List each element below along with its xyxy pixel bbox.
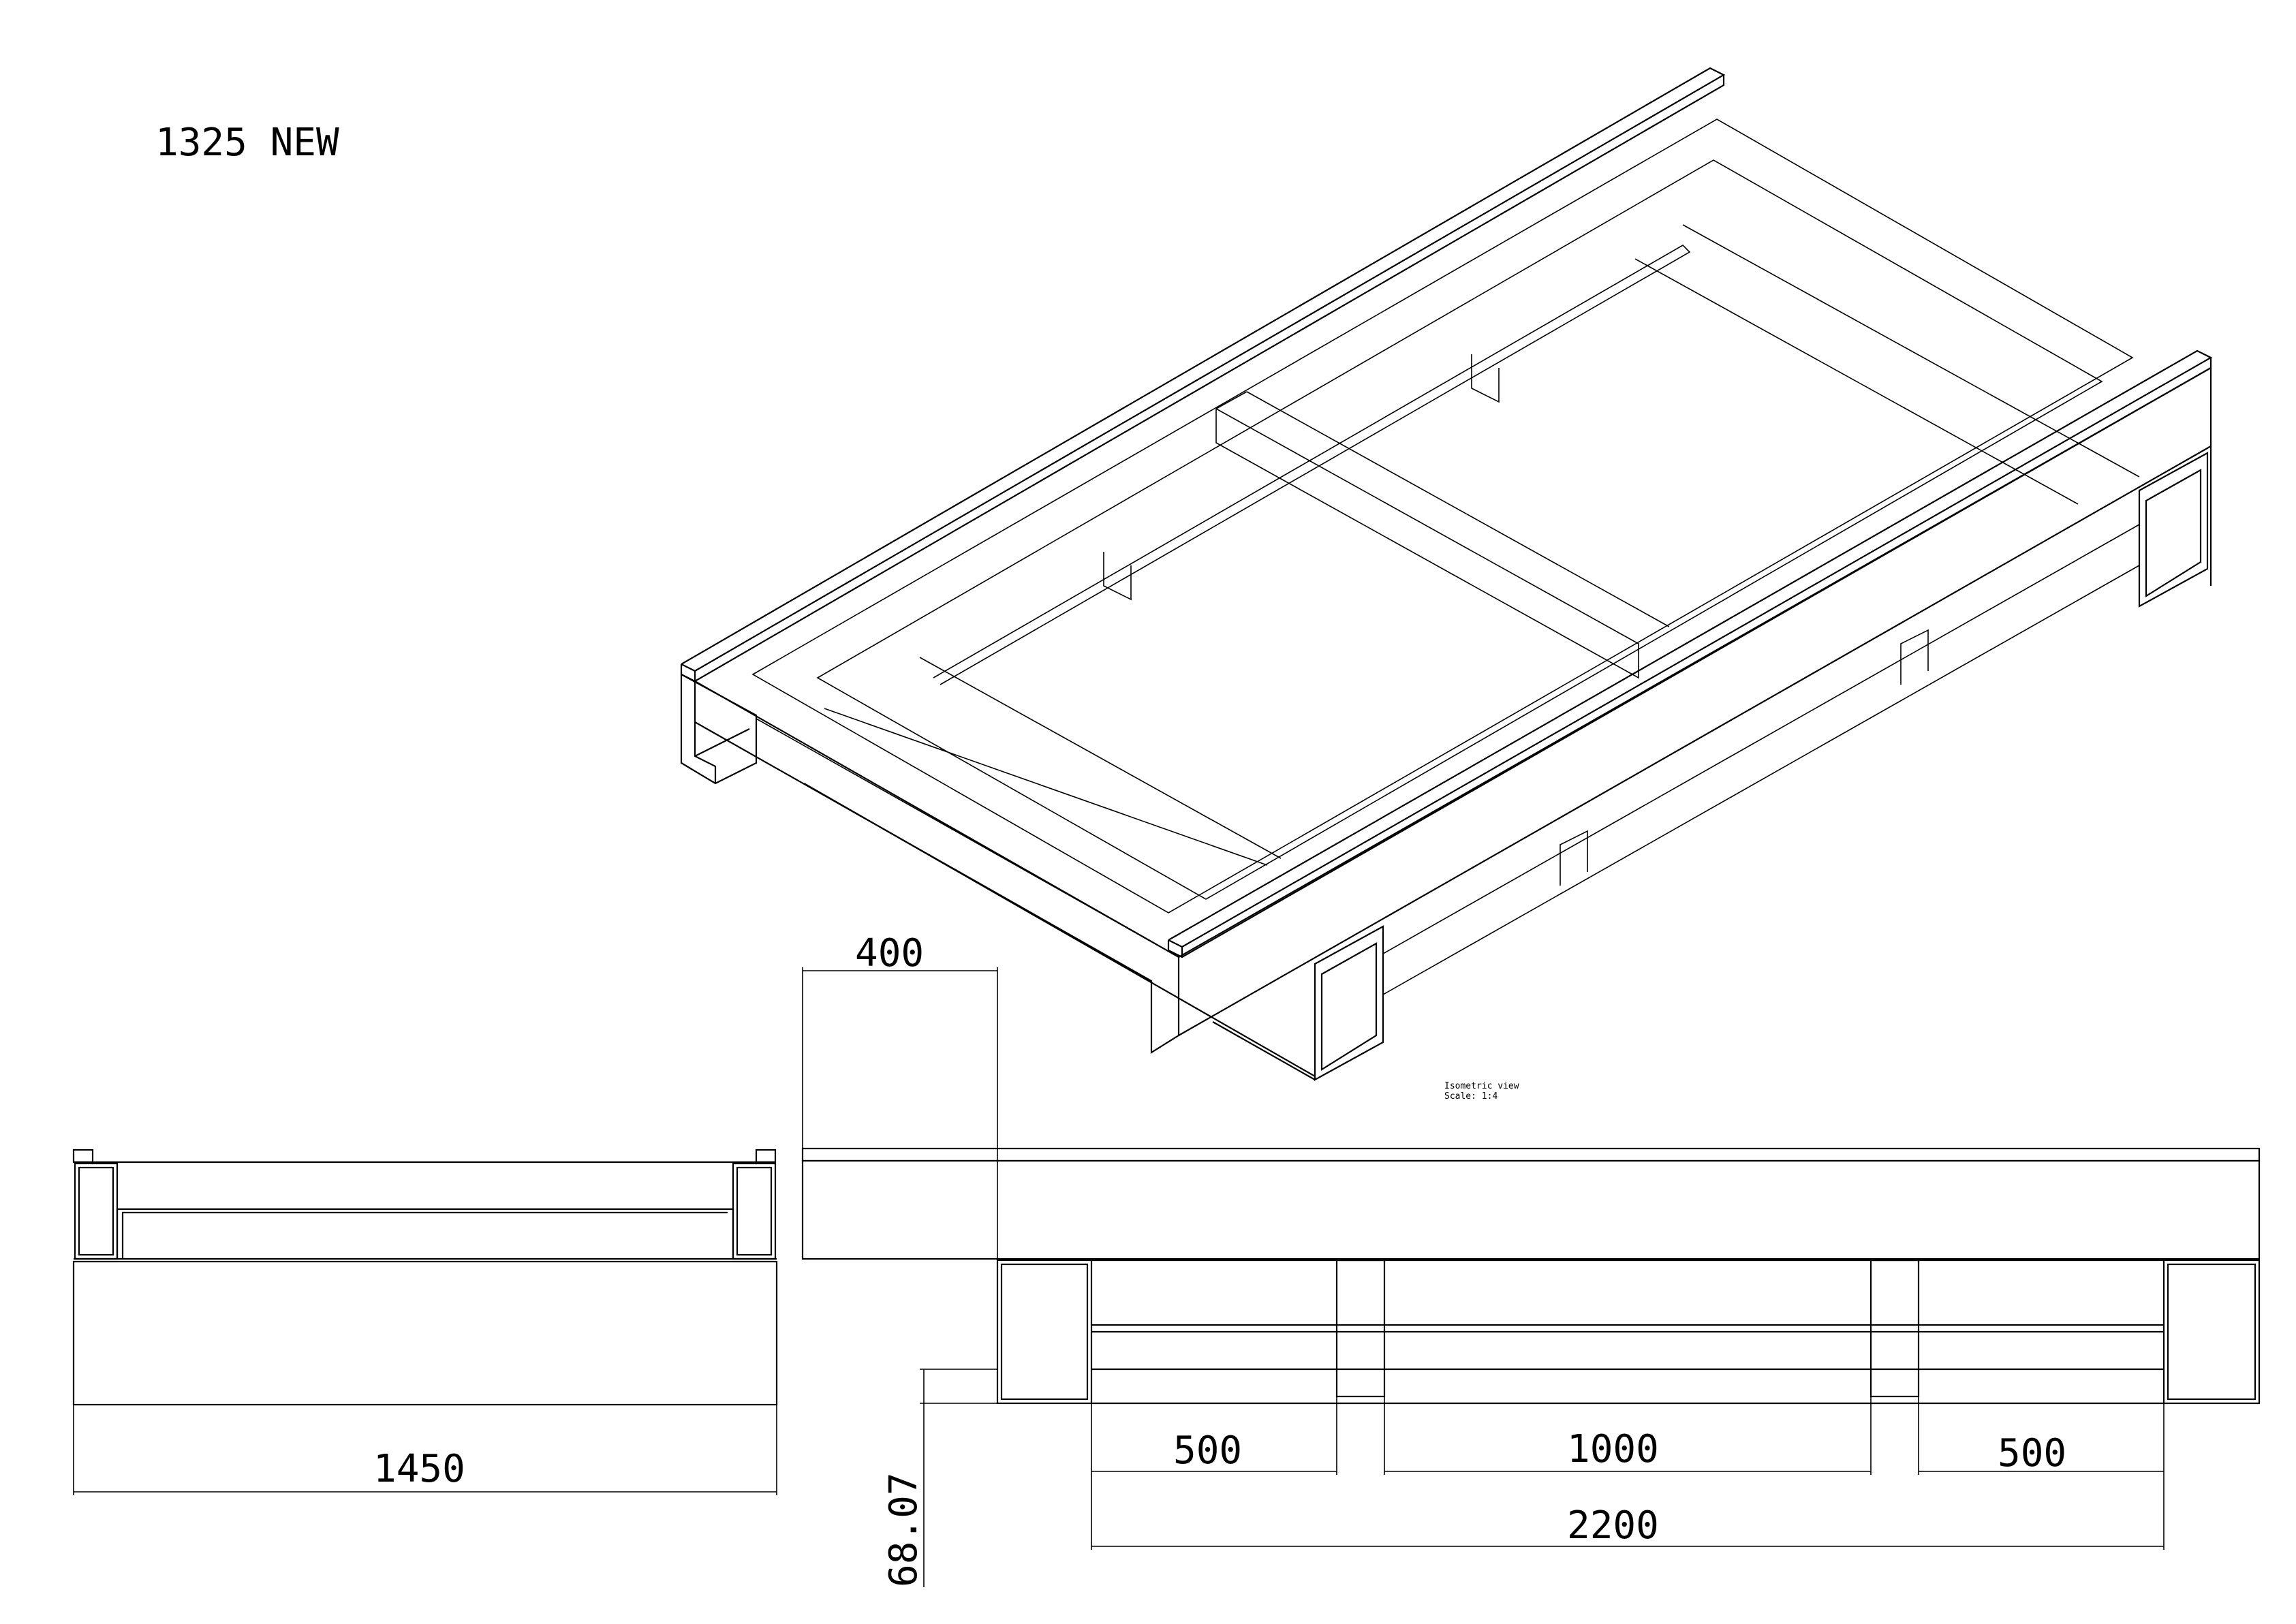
dim-overall-length: 2200 — [1567, 1503, 1659, 1548]
iso-rail-near — [1167, 349, 2213, 958]
iso-post-right — [2138, 452, 2209, 608]
iso-scale-label: Scale: 1:4 — [1444, 1091, 1498, 1102]
iso-rail-far — [680, 67, 1726, 683]
isometric-view: Isometric view Scale: 1:4 — [680, 67, 2213, 1102]
side-view: 400 68.07 500 1000 500 2200 — [801, 931, 2261, 1587]
iso-end-beam-left — [680, 673, 758, 785]
dim-post-offset: 400 — [855, 931, 924, 975]
dim-height-offset: 68.07 — [882, 1472, 926, 1587]
end-view: 1450 — [72, 1149, 778, 1495]
drawing-title: 1325 NEW — [155, 121, 339, 165]
iso-view-label: Isometric view — [1444, 1081, 1519, 1091]
dim-span-middle: 1000 — [1567, 1427, 1659, 1471]
dim-width-side: 1450 — [373, 1447, 465, 1491]
dim-span-left: 500 — [1173, 1428, 1242, 1473]
iso-crossbar-far — [933, 245, 1691, 685]
iso-post-front — [1212, 925, 1384, 1081]
dim-span-right: 500 — [1998, 1431, 2066, 1475]
